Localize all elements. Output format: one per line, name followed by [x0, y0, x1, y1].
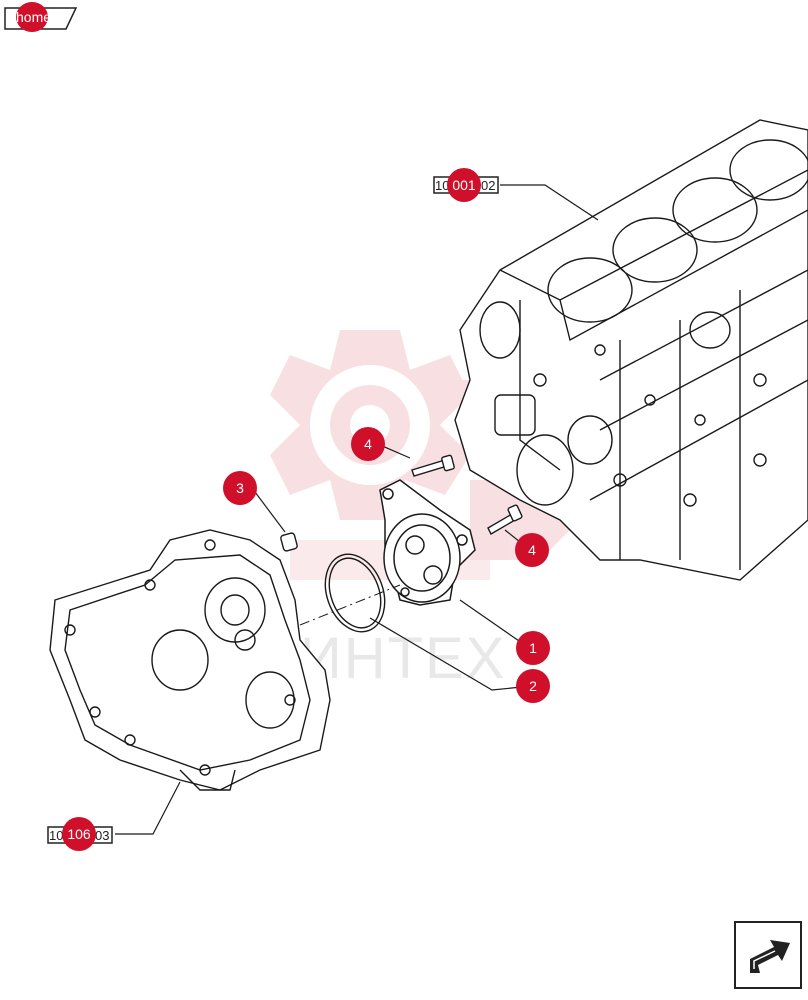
callout-1[interactable]: 1 — [516, 631, 550, 665]
svg-text:1: 1 — [529, 640, 537, 656]
svg-text:03: 03 — [95, 828, 109, 843]
home-button[interactable]: home — [16, 2, 51, 32]
engine-block — [454, 119, 808, 581]
assembly-axis — [299, 584, 401, 626]
svg-text:3: 3 — [236, 480, 244, 496]
svg-text:2: 2 — [529, 678, 537, 694]
ref-engine-block[interactable]: 10 02 001 — [433, 168, 499, 202]
bolt-upper — [411, 454, 455, 477]
timing-cover — [49, 529, 331, 791]
svg-text:10: 10 — [435, 178, 449, 193]
callout-2[interactable]: 2 — [516, 669, 550, 703]
next-page-arrow-icon[interactable] — [734, 921, 802, 989]
o-ring-part — [324, 553, 386, 633]
bolt-lower — [487, 504, 523, 535]
svg-text:106: 106 — [67, 826, 91, 842]
svg-text:001: 001 — [452, 177, 476, 193]
ref-timing-cover[interactable]: 10 03 106 — [47, 817, 113, 851]
svg-text:4: 4 — [528, 542, 536, 558]
dowel-pin-part — [280, 532, 298, 552]
callout-3[interactable]: 3 — [223, 471, 257, 505]
svg-text:4: 4 — [364, 436, 372, 452]
svg-text:10: 10 — [49, 828, 63, 843]
flange-part — [379, 479, 476, 606]
callout-4-lower[interactable]: 4 — [515, 533, 549, 567]
callout-4-upper[interactable]: 4 — [351, 427, 385, 461]
watermark-text: ИНТЕХ — [300, 626, 506, 691]
svg-text:02: 02 — [481, 178, 495, 193]
